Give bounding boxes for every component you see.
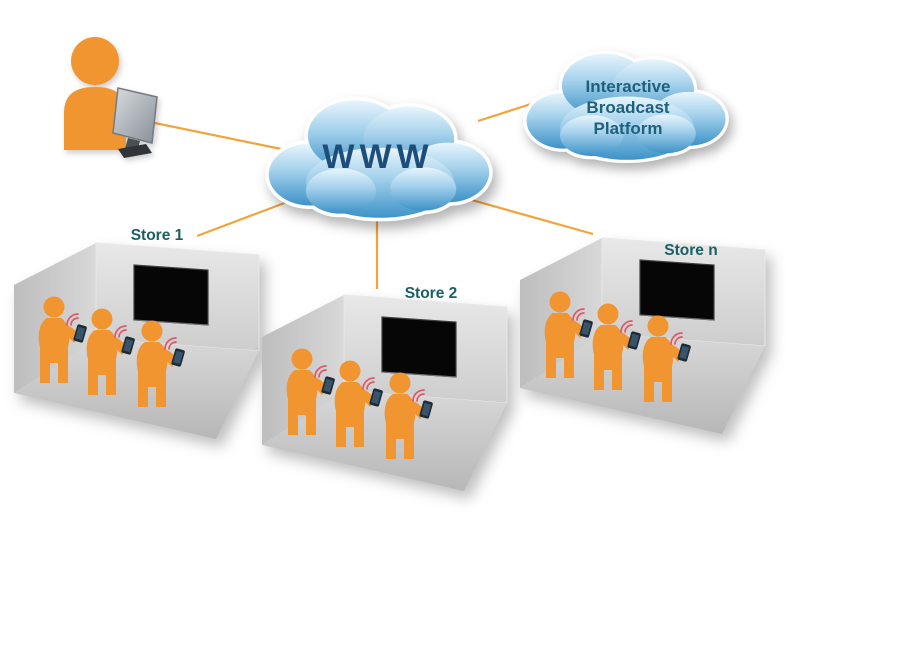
store-2: Store 2 xyxy=(262,285,507,491)
platform-label-line-3: Platform xyxy=(594,119,663,138)
www-label: WWW xyxy=(322,138,433,176)
store-1: Store 1 xyxy=(14,227,259,439)
monitor-screen xyxy=(112,87,158,144)
store-n: Store n xyxy=(520,238,765,434)
line-www-to-store-n xyxy=(460,195,594,236)
presenter-body-icon xyxy=(64,87,126,150)
presenter xyxy=(64,37,158,158)
store-1-room xyxy=(14,243,259,439)
platform-cloud: Interactive Broadcast Platform xyxy=(527,54,726,160)
line-presenter-to-www xyxy=(149,120,287,152)
line-www-to-platform xyxy=(477,101,535,123)
monitor-base xyxy=(118,144,152,158)
presenter-head-icon xyxy=(71,37,119,85)
store-1-label: Store 1 xyxy=(131,227,184,244)
store-2-label: Store 2 xyxy=(405,285,458,302)
store-2-room xyxy=(262,295,507,491)
platform-label-line-2: Broadcast xyxy=(586,98,669,117)
store-n-label: Store n xyxy=(664,242,717,259)
www-cloud: WWW xyxy=(269,100,489,217)
store-n-room xyxy=(520,238,765,434)
platform-label-line-1: Interactive xyxy=(585,77,670,96)
monitor-icon xyxy=(112,87,158,158)
